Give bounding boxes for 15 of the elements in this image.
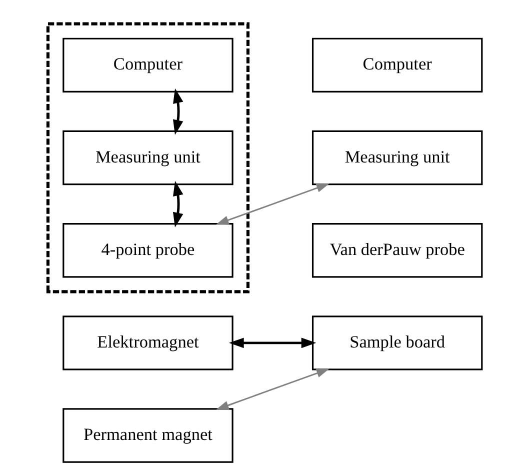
node-box: 4-point probe bbox=[62, 222, 234, 278]
arrow bbox=[228, 337, 316, 348]
node-box: Van derPauw probe bbox=[312, 222, 483, 278]
cluster bbox=[46, 22, 250, 293]
node-box: Elektromagnet bbox=[62, 315, 234, 370]
node-box: Measuring unit bbox=[62, 130, 234, 185]
arrow bbox=[173, 88, 184, 134]
node-box: Computer bbox=[312, 37, 483, 92]
node-box: Permanent magnet bbox=[62, 408, 234, 462]
arrow bbox=[216, 368, 330, 410]
node-box: Computer bbox=[62, 37, 234, 92]
node-box: Sample board bbox=[312, 315, 483, 370]
arrow bbox=[173, 180, 184, 227]
arrow bbox=[216, 183, 330, 224]
node-box: Measuring unit bbox=[312, 130, 483, 185]
